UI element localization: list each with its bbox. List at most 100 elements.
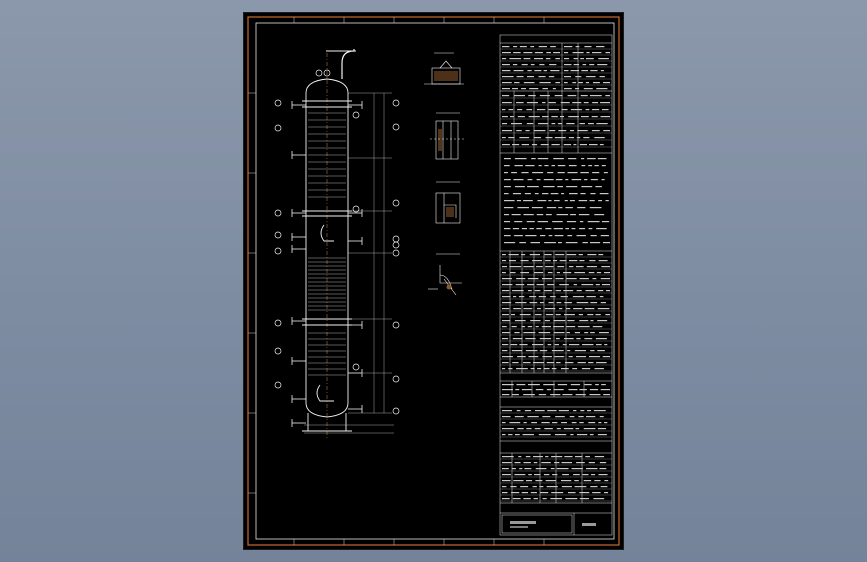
text-stroke [599, 416, 604, 418]
text-stroke [537, 308, 541, 310]
text-stroke [555, 278, 564, 280]
text-stroke [535, 326, 539, 328]
text-stroke [511, 172, 517, 174]
text-stroke [523, 308, 533, 310]
text-stroke [542, 193, 549, 195]
text-stroke [585, 456, 590, 458]
text-stroke [596, 362, 607, 364]
text-stroke [516, 200, 522, 202]
text-stroke [583, 428, 596, 430]
text-stroke [597, 158, 607, 160]
text-stroke [517, 356, 526, 358]
text-stroke [511, 326, 517, 328]
text-stroke [587, 410, 592, 412]
text-stroke [602, 356, 610, 358]
text-stroke [551, 350, 564, 352]
text-stroke [523, 266, 534, 268]
text-stroke [532, 362, 544, 364]
text-stroke [540, 492, 549, 494]
text-stroke [517, 109, 523, 111]
text-stroke [576, 434, 588, 436]
text-stroke [564, 82, 568, 84]
text-stroke [547, 410, 557, 412]
text-stroke [534, 70, 542, 72]
detail-view-4 [428, 253, 462, 296]
text-stroke [600, 235, 609, 237]
text-stroke [568, 389, 578, 391]
text-stroke [588, 272, 595, 274]
text-stroke [578, 254, 583, 256]
text-stroke [577, 207, 586, 209]
text-stroke [539, 486, 544, 488]
text-stroke [527, 70, 532, 72]
text-stroke [601, 284, 610, 286]
text-stroke [605, 52, 610, 54]
text-stroke [572, 82, 577, 84]
text-stroke [519, 137, 530, 139]
detail-view-3 [435, 181, 461, 224]
text-stroke [596, 228, 607, 230]
text-stroke [576, 462, 585, 464]
text-stroke [553, 52, 560, 54]
text-stroke [510, 486, 517, 488]
text-stroke [573, 308, 583, 310]
text-stroke [577, 362, 586, 364]
text-stroke [502, 278, 512, 280]
text-stroke [573, 284, 577, 286]
text-stroke [502, 88, 510, 90]
text-stroke [558, 130, 567, 132]
text-stroke [575, 356, 587, 358]
text-stroke [502, 326, 507, 328]
text-stroke [565, 228, 570, 230]
text-stroke [570, 70, 580, 72]
text-stroke [502, 52, 511, 54]
text-stroke [549, 130, 556, 132]
text-stroke [502, 130, 513, 132]
text-stroke [512, 338, 523, 340]
text-stroke [561, 368, 569, 370]
text-stroke [515, 302, 527, 304]
text-stroke [546, 362, 555, 364]
text-stroke [574, 486, 587, 488]
text-stroke [561, 486, 572, 488]
text-stroke [604, 422, 608, 424]
text-stroke [592, 82, 600, 84]
text-stroke [530, 492, 537, 494]
text-stroke [543, 384, 555, 386]
text-stroke [502, 266, 507, 268]
text-stroke [531, 207, 543, 209]
text-stroke [547, 172, 554, 174]
text-stroke [544, 308, 556, 310]
text-stroke [598, 200, 603, 202]
text-stroke [554, 434, 567, 436]
text-stroke [565, 242, 578, 244]
text-stroke [554, 462, 560, 464]
text-stroke [561, 462, 572, 464]
text-stroke [597, 64, 608, 66]
text-stroke [561, 422, 568, 424]
text-stroke [526, 109, 533, 111]
text-stroke [565, 362, 574, 364]
text-stroke [557, 165, 566, 167]
text-stroke [527, 76, 534, 78]
text-stroke [504, 165, 510, 167]
text-stroke [566, 221, 577, 223]
text-stroke [554, 95, 563, 97]
text-stroke [558, 207, 563, 209]
text-stroke [528, 356, 539, 358]
text-stroke [517, 428, 524, 430]
text-stroke [502, 95, 510, 97]
text-stroke [583, 480, 592, 482]
text-stroke [538, 394, 547, 396]
text-stroke [541, 422, 550, 424]
text-stroke [557, 172, 565, 174]
text-stroke [544, 254, 552, 256]
text-stroke [525, 165, 535, 167]
text-stroke [584, 384, 592, 386]
text-stroke [544, 320, 550, 322]
column-vessel [302, 49, 356, 438]
text-stroke [590, 302, 598, 304]
text-stroke [548, 109, 559, 111]
text-stroke [504, 193, 509, 195]
text-stroke [539, 82, 551, 84]
